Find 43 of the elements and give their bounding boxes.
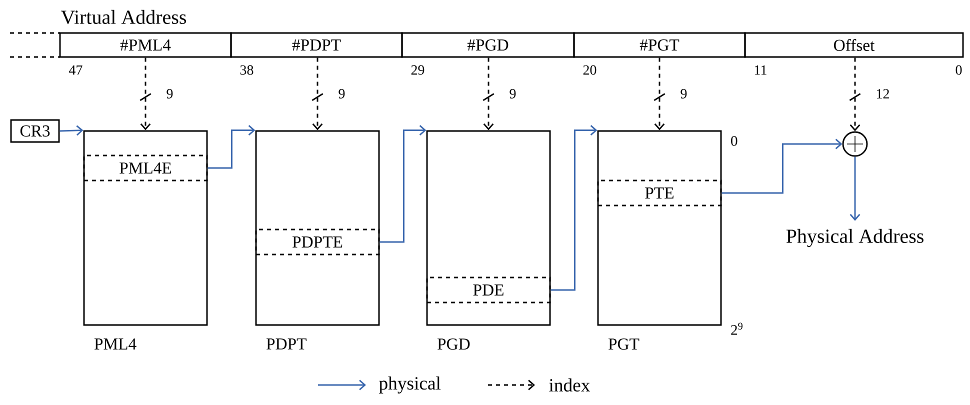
arrow <box>722 138 842 194</box>
bit-number: 11 <box>754 65 766 75</box>
index-arrow <box>654 58 665 130</box>
node-label: PGT <box>608 338 640 350</box>
table-entry: PML4E <box>83 154 208 182</box>
bit-number: 0 <box>956 65 962 75</box>
node-label: 2$^{9}$ <box>731 322 743 335</box>
node-label: PDPT <box>266 338 306 350</box>
table-entry: PTE <box>597 180 722 206</box>
edge-label: 9 <box>338 89 345 98</box>
arrow <box>60 125 84 136</box>
title: Virtual Address <box>60 10 186 24</box>
bit-number: 20 <box>583 65 596 75</box>
output-label: Physical Address <box>786 228 924 248</box>
index-arrow <box>483 58 494 130</box>
index-arrow <box>312 58 323 130</box>
edge-label: 9 <box>166 89 173 98</box>
register-field: #PGT <box>573 32 746 58</box>
table-entry: PDE <box>426 276 551 304</box>
legend-text: physical <box>379 376 441 394</box>
legend-text: index <box>549 378 590 392</box>
register-field: #PML4 <box>59 32 232 58</box>
adder-symbol <box>842 131 868 157</box>
index-arrow <box>850 58 860 132</box>
bit-number: 29 <box>411 65 424 75</box>
node-label: PGD <box>437 338 470 350</box>
register-field: #PDPT <box>230 32 403 58</box>
edge-label: 12 <box>876 89 889 98</box>
register-box: CR3 <box>10 119 60 143</box>
bit-number: 47 <box>69 65 82 75</box>
arrow <box>208 125 256 169</box>
edge-label: 9 <box>510 89 516 98</box>
arrow <box>850 156 860 221</box>
register-field: Offset <box>744 32 964 58</box>
node-label: PML4 <box>94 338 136 350</box>
index-arrow <box>140 58 151 130</box>
table-entry: PDPTE <box>255 228 380 256</box>
arrow <box>380 125 426 243</box>
arrow <box>550 125 598 291</box>
bit-number: 38 <box>240 65 254 75</box>
edge-label: 9 <box>680 89 687 98</box>
register-field: #PGD <box>401 32 575 58</box>
node-label: 0 <box>731 136 738 146</box>
